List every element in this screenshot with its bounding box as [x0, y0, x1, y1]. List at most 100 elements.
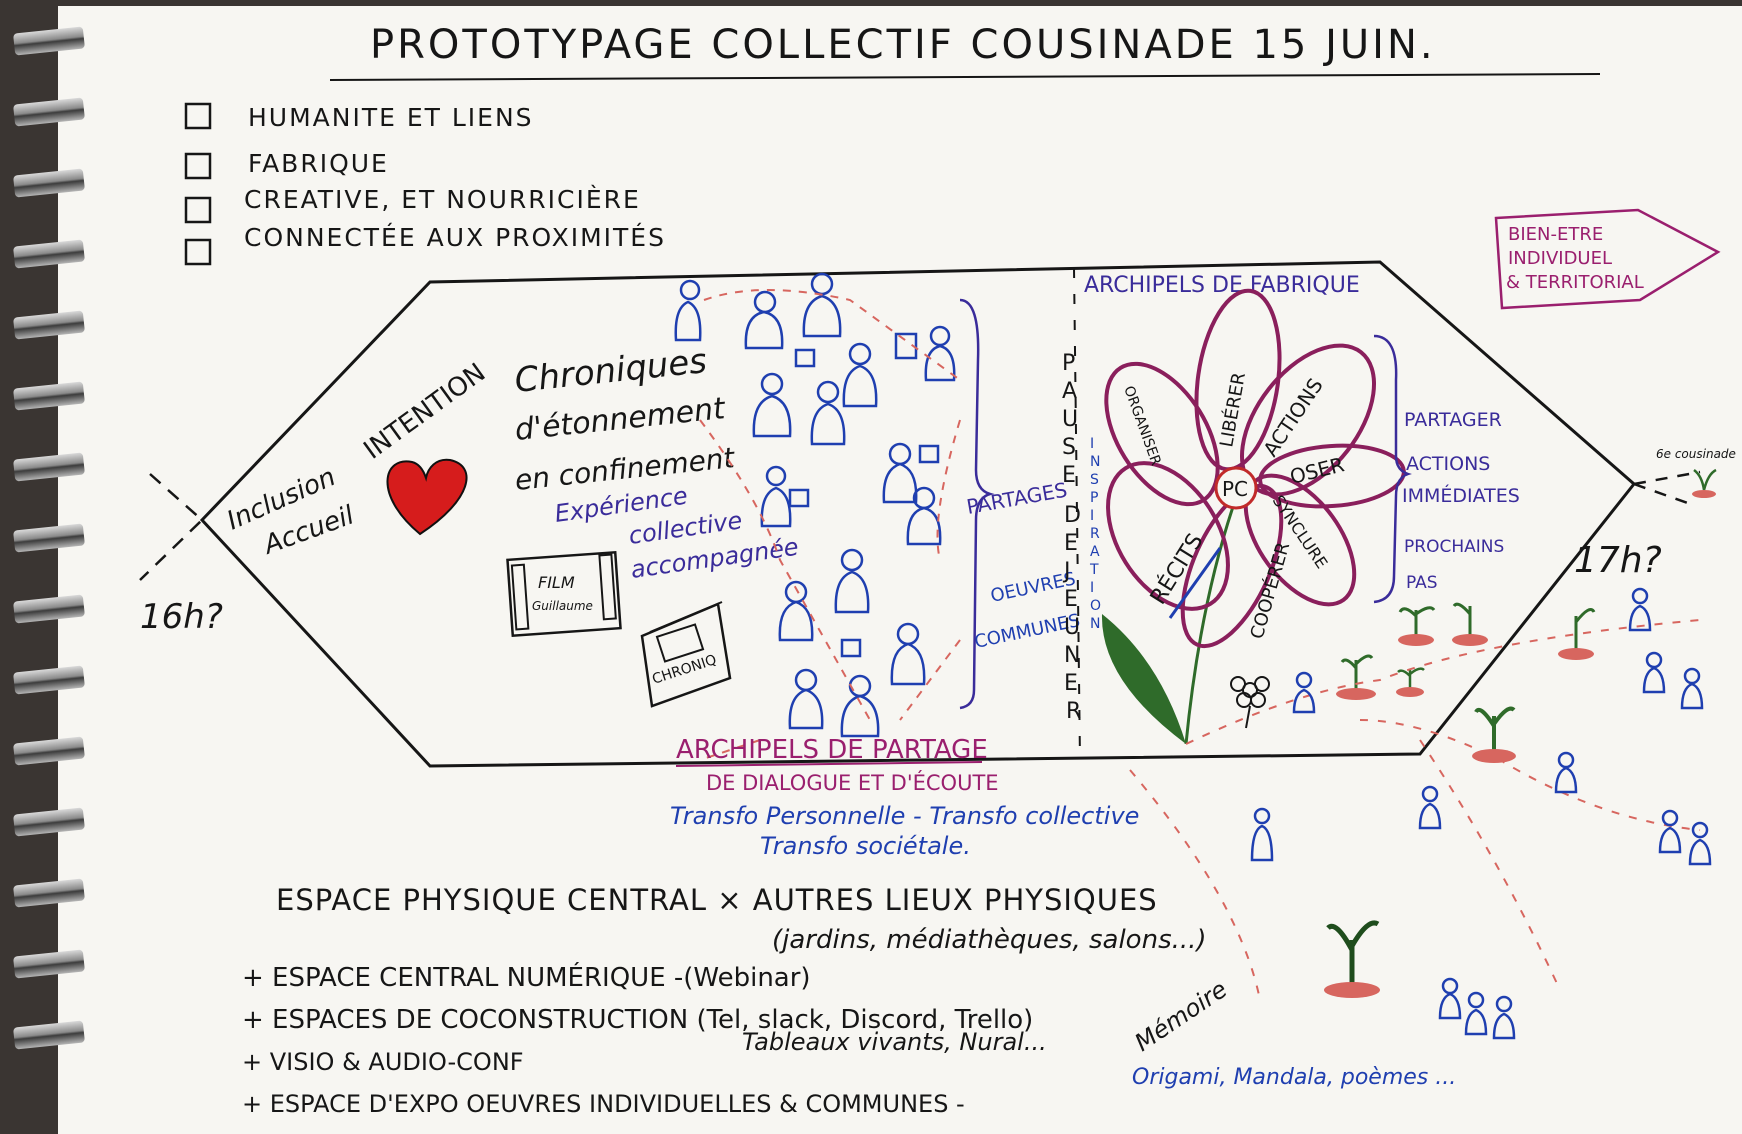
checklist-item-2: FABRIQUE: [248, 149, 389, 178]
checklist-item-4: CONNECTÉE AUX PROXIMITÉS: [244, 223, 666, 252]
partages-label: PARTAGES: [965, 478, 1069, 519]
flower-center-label: PC: [1222, 477, 1248, 501]
outcome-partager: PARTAGER: [1404, 409, 1502, 431]
recits-underline: [1168, 547, 1222, 619]
page-title: PROTOTYPAGE COLLECTIF COUSINADE 15 JUIN.: [370, 22, 1436, 68]
inspiration-letter: R: [1090, 526, 1100, 542]
person-icon: [760, 465, 792, 528]
pause-letter: J: [1062, 559, 1071, 584]
checkbox-4[interactable]: [184, 238, 212, 266]
intention-label: INTENTION: [358, 358, 491, 466]
device-icon: [918, 444, 940, 464]
pause-letter: D: [1064, 503, 1081, 528]
film-line-1: FILM: [538, 573, 575, 592]
checkbox-1[interactable]: [184, 102, 212, 130]
petal-cooperer: [1180, 483, 1284, 649]
sprout-icon: [1324, 920, 1380, 998]
espace-numerique: + ESPACE CENTRAL NUMÉRIQUE -(Webinar): [242, 961, 811, 993]
flower-diagram: PC ORGANISER LIBÉRER ACTIONS OSER SYNCLU…: [1101, 288, 1406, 745]
inspiration-letter: N: [1090, 616, 1100, 632]
inspiration-letter: A: [1090, 544, 1100, 560]
wellbeing-arrow-box: BIEN-ETRE INDIVIDUEL & TERRITORIAL: [1494, 208, 1721, 310]
sprout-icon: [1472, 706, 1516, 763]
device-icon: [840, 638, 862, 658]
person-icon: [1492, 995, 1516, 1040]
pause-letter: E: [1064, 587, 1078, 612]
fabrique-brace: [1373, 334, 1412, 604]
pause-divider: [1073, 267, 1081, 761]
network-dashes: [699, 289, 961, 761]
archipels-fabrique-label: ARCHIPELS DE FABRIQUE: [1084, 273, 1360, 298]
title-underline: [329, 73, 1601, 81]
inspiration-letter: I: [1090, 436, 1094, 452]
checklist-item-1: HUMANITE ET LIENS: [248, 103, 534, 132]
inspiration-letter: P: [1090, 490, 1098, 506]
person-icon: [1418, 785, 1442, 830]
chroniques-line-2: d'étonnement: [513, 391, 728, 448]
pause-letter: U: [1064, 615, 1080, 640]
espace-coconstruction: + ESPACES DE COCONSTRUCTION (Tel, slack,…: [242, 1005, 1033, 1035]
person-icon: [1438, 977, 1462, 1020]
pause-letter: U: [1062, 407, 1078, 432]
wellbeing-line-1: BIEN-ETRE: [1508, 224, 1603, 245]
inspiration-letter: O: [1090, 598, 1101, 614]
petal-synclure: [1243, 473, 1357, 607]
wellbeing-line-3: & TERRITORIAL: [1506, 272, 1644, 293]
checkbox-2[interactable]: [184, 152, 212, 180]
person-icon: [1688, 821, 1712, 866]
next-cousinade: 6e cousinade: [1656, 447, 1736, 461]
person-icon: [842, 342, 878, 408]
person-icon: [674, 279, 702, 342]
document-icon: [894, 332, 918, 360]
transfo-line-2: Transfo sociétale.: [760, 832, 971, 860]
flower-leaf: [1101, 614, 1186, 744]
outcome-actions-2: IMMÉDIATES: [1402, 484, 1520, 507]
petal-recits: [1106, 461, 1230, 611]
petal-label-oser: OSER: [1287, 452, 1346, 489]
device-icon: [788, 488, 810, 508]
person-icon: [1250, 807, 1274, 862]
inspiration-letter: N: [1090, 454, 1100, 470]
sprout-icon: [1558, 608, 1596, 660]
sprout-next: [1693, 468, 1717, 491]
espace-visio: + VISIO & AUDIO-CONF: [242, 1048, 524, 1076]
flower-center: [1214, 466, 1258, 510]
sprout-row: [1324, 602, 1596, 998]
chroniques-line-3: en confinement: [513, 441, 737, 497]
espace-expo: + ESPACE D'EXPO OEUVRES INDIVIDUELLES & …: [242, 1090, 965, 1118]
start-time: 16h?: [140, 597, 223, 637]
outcome-prochains-2: PAS: [1406, 573, 1438, 593]
checklist: HUMANITE ET LIENS FABRIQUE CREATIVE, ET …: [184, 102, 666, 266]
person-icon: [890, 622, 926, 686]
person-icon: [1464, 991, 1488, 1036]
heart-icon: [386, 458, 468, 536]
pause-letter: S: [1062, 435, 1076, 460]
partages-brace: [959, 298, 995, 710]
person-icon: [840, 674, 880, 738]
person-icon: [924, 325, 956, 382]
sprout-icon: [1336, 654, 1376, 700]
petal-label-cooperer: COOPÉRER: [1246, 540, 1295, 642]
pause-letter: E: [1062, 463, 1076, 488]
sprout-icon: [1396, 667, 1425, 697]
espace-central: ESPACE PHYSIQUE CENTRAL × AUTRES LIEUX P…: [276, 883, 1158, 917]
outcome-actions-1: ACTIONS: [1406, 453, 1490, 475]
soil-next: [1692, 490, 1716, 498]
checkbox-3[interactable]: [184, 196, 212, 224]
sprout-icon: [1398, 606, 1436, 646]
person-icon: [744, 290, 784, 350]
person-icon: [1658, 809, 1682, 854]
archipels-partage-label: ARCHIPELS DE PARTAGE: [676, 735, 988, 765]
person-icon: [810, 380, 846, 446]
person-icon: [788, 668, 824, 730]
person-icon: [778, 580, 814, 642]
people-outside: [1250, 587, 1712, 1040]
espace-coconstruction-2: Tableaux vivants, Nural...: [742, 1028, 1047, 1056]
inspiration-letter: S: [1090, 472, 1099, 488]
person-icon: [1628, 587, 1652, 632]
inspiration-letter: I: [1090, 580, 1094, 596]
end-time: 17h?: [1574, 540, 1662, 581]
small-flower-icon: [1230, 676, 1270, 729]
